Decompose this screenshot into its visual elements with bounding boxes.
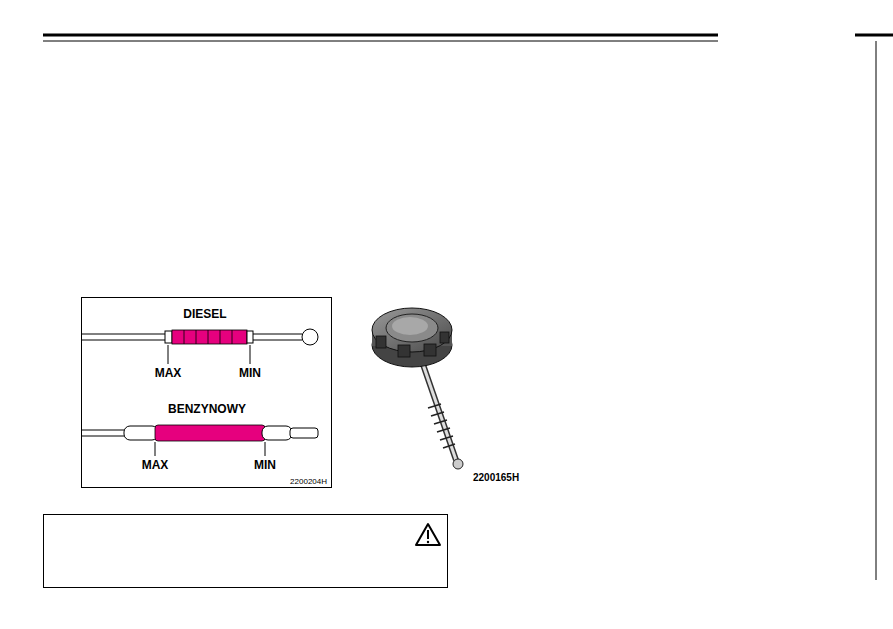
part-label: BENZYNOWY: [168, 403, 246, 415]
header-rule: [855, 34, 893, 37]
diesel-dipstick: [82, 329, 318, 364]
part-label: MAX: [155, 367, 182, 379]
part-label: DIESEL: [183, 308, 226, 320]
figure-code: 2200204H: [290, 478, 327, 486]
header-rule: [43, 41, 718, 42]
part-label: MIN: [254, 459, 276, 471]
figure-code: 2200165H: [473, 473, 519, 483]
warning-icon: [416, 524, 440, 545]
part-label: MAX: [142, 459, 169, 471]
illustration-frame: [82, 298, 332, 488]
warning-box: [44, 515, 448, 588]
header-rule: [43, 34, 718, 37]
petrol-dipstick: [82, 425, 318, 456]
margin-rule: [876, 41, 877, 580]
oil-filler-cap: [372, 308, 463, 469]
part-label: MIN: [239, 367, 261, 379]
